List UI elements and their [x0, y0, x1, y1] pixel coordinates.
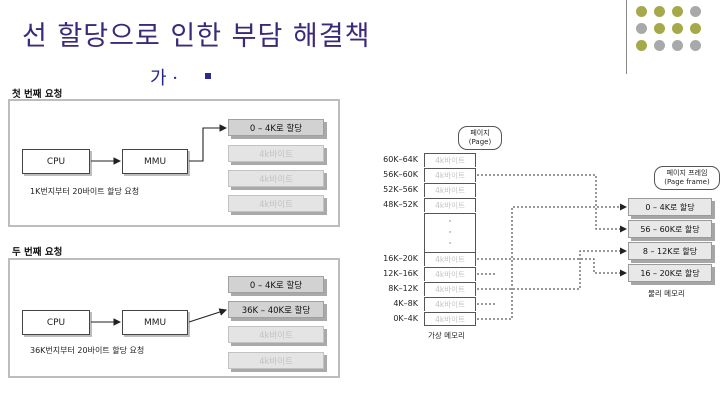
virtual-page-cell: 4k바이트	[424, 297, 476, 311]
memory-block: 4k바이트	[228, 170, 324, 187]
virtual-page-cell: 4k바이트	[424, 153, 476, 167]
virtual-page-cell: 4k바이트	[424, 168, 476, 182]
decor-dot	[690, 40, 701, 51]
decor-dot	[636, 6, 647, 17]
virtual-range: 48K–52K	[383, 200, 418, 209]
virtual-page-cell: 4k바이트	[424, 282, 476, 296]
decor-dot	[672, 23, 683, 34]
virtual-page-cell: 4k바이트	[424, 312, 476, 326]
virtual-page-gap: · · ·	[424, 213, 476, 252]
page-frame-bubble: 페이지 프레임 (Page frame)	[654, 166, 720, 190]
decor-dot	[690, 6, 701, 17]
ellipsis-dot: ·	[448, 227, 452, 238]
page-bubble-line1: 페이지	[470, 129, 490, 137]
page-frame-bubble-line1: 페이지 프레임	[666, 169, 708, 177]
physical-frame: 8 – 12K로 할당	[628, 242, 712, 260]
virtual-range: 52K–56K	[383, 185, 418, 194]
page-title: 선 할당으로 인한 부담 해결책	[22, 21, 371, 52]
decor-dot-grid	[632, 6, 716, 56]
bullet-square	[205, 73, 211, 79]
arrow-mmu-to-memory	[189, 124, 228, 162]
first-request-caption: 1K번지부터 20바이트 할당 요청	[30, 187, 140, 196]
virtual-range: 60K–64K	[383, 155, 418, 164]
map-8k-12k	[477, 247, 627, 290]
memory-block: 4k바이트	[228, 352, 324, 369]
cpu-box-2: CPU	[22, 310, 90, 335]
memory-block: 4k바이트	[228, 145, 324, 162]
decor-dot	[672, 6, 683, 17]
map-0k-4k	[477, 203, 627, 320]
decor-dot	[636, 23, 647, 34]
virtual-range: 56K–60K	[383, 170, 418, 179]
decor-dot	[690, 23, 701, 34]
virtual-range: 12K–16K	[383, 269, 418, 278]
physical-frame: 16 – 20K로 할당	[628, 264, 712, 282]
virtual-range: 16K–20K	[383, 254, 418, 263]
decor-dot	[654, 40, 665, 51]
memory-block: 4k바이트	[228, 195, 324, 212]
virtual-range: 4K–8K	[393, 299, 418, 308]
arrow-mmu-to-memory-2	[188, 308, 228, 323]
memory-block: 4k바이트	[228, 326, 324, 343]
second-request-caption: 36K번지부터 20바이트 할당 요청	[30, 346, 145, 355]
physical-memory-label: 물리 메모리	[648, 289, 685, 298]
memory-block-allocated: 0 – 4K로 할당	[228, 119, 324, 136]
cpu-box: CPU	[22, 149, 90, 174]
virtual-page-cell: 4k바이트	[424, 267, 476, 281]
virtual-page-cell: 4k바이트	[424, 252, 476, 266]
virtual-page-cell: 4k바이트	[424, 198, 476, 212]
decor-dot	[636, 40, 647, 51]
ellipsis-dot: ·	[448, 216, 452, 227]
virtual-page-cell: 4k바이트	[424, 183, 476, 197]
handwritten-ga: 가 ·	[150, 68, 179, 89]
decor-dot	[654, 23, 665, 34]
memory-block-allocated: 0 – 4K로 할당	[228, 276, 324, 293]
virtual-range: 0K–4K	[393, 314, 418, 323]
page-frame-bubble-line2: (Page frame)	[664, 178, 710, 186]
mmu-box: MMU	[122, 149, 188, 174]
second-request-label: 두 번째 요청	[12, 247, 63, 258]
decor-divider-line	[626, 0, 627, 74]
page-bubble-line2: (Page)	[468, 138, 492, 146]
decor-dot	[672, 40, 683, 51]
mmu-box-2: MMU	[122, 310, 188, 335]
physical-frame: 0 – 4K로 할당	[628, 198, 712, 216]
physical-frame: 56 – 60K로 할당	[628, 220, 712, 238]
memory-block-allocated-2: 36K – 40K로 할당	[228, 301, 324, 318]
first-request-label: 첫 번째 요청	[12, 89, 63, 100]
virtual-memory-label: 가상 메모리	[428, 331, 465, 340]
ellipsis-dot: ·	[448, 238, 452, 249]
virtual-range: 8K–12K	[388, 284, 418, 293]
map-16k-20k	[477, 258, 627, 277]
page-bubble: 페이지 (Page)	[458, 126, 502, 150]
map-56k-60k	[477, 174, 627, 233]
decor-dot	[654, 6, 665, 17]
